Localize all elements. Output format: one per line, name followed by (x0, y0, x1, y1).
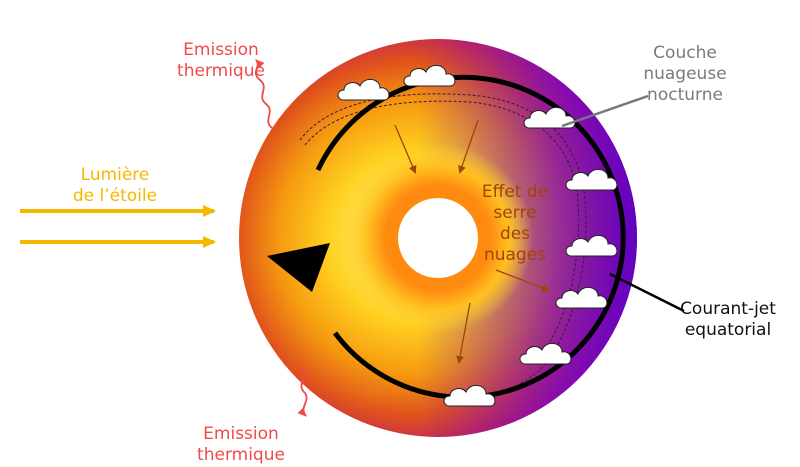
planet (239, 39, 637, 437)
star-light-arrows (20, 211, 214, 242)
star-light-label: Lumière de l’étoile (50, 165, 180, 207)
emission-top-label: Emission thermique (166, 40, 276, 82)
jet-label: Courant-jet equatorial (668, 299, 788, 341)
night-clouds-label: Couche nuageuse nocturne (630, 43, 740, 106)
greenhouse-label: Effet de serre des nuages (470, 182, 560, 266)
emission-bottom-label: Emission thermique (186, 424, 296, 466)
planet-core (398, 198, 478, 278)
